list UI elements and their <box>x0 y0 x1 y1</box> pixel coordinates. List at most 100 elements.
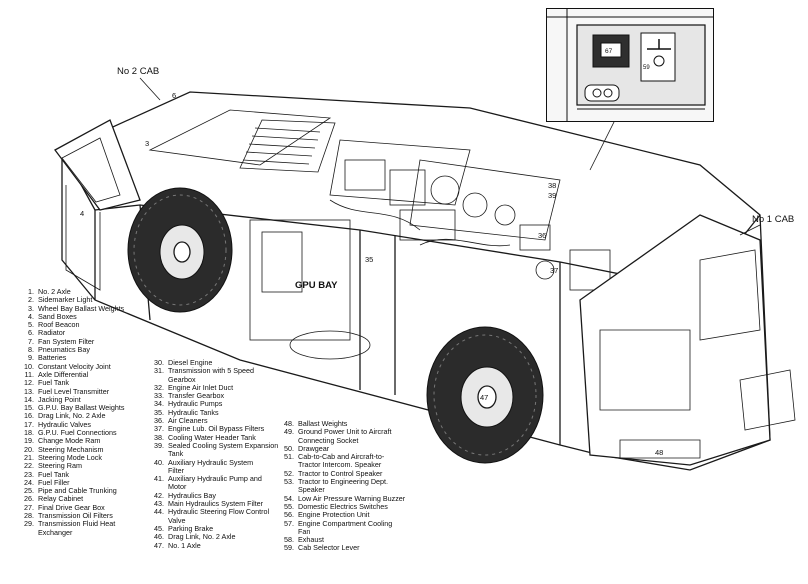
cab2-label: No 2 CAB <box>117 66 160 77</box>
legend-item-text: Fan <box>298 526 311 536</box>
legend-item-text: Valve <box>168 515 186 525</box>
legend-item-text: Cab Selector Lever <box>298 543 360 553</box>
legend-item-number: 48. <box>284 419 294 428</box>
legend-item-text: No. 2 Axle <box>38 287 71 296</box>
legend-item-text: Pneumatics Bay <box>38 345 90 355</box>
legend-item: 21.Steering Mode Lock <box>18 454 124 462</box>
legend-item-number: 57. <box>284 518 294 528</box>
legend-item-number: 43. <box>154 499 164 509</box>
callout-37: 37 <box>550 266 558 275</box>
legend-item-text: Radiator <box>38 328 66 338</box>
legend-item-text: Constant Velocity Joint <box>38 361 111 371</box>
legend-item: 46.Drag Link, No. 2 Axle <box>148 533 278 541</box>
legend-item-text: Hydraulics Bay <box>168 490 216 500</box>
legend-item: 0.Connecting Socket <box>278 436 405 445</box>
callout-39: 39 <box>548 191 556 200</box>
legend-item-text: Auxiliary Hydraulic Pump and <box>168 474 262 484</box>
legend-item-number: 9. <box>28 353 34 363</box>
legend-item: 44. Hydraulic Steering Flow Control <box>148 508 278 516</box>
legend-item: 41. Auxiliary Hydraulic Pump and <box>148 475 278 483</box>
legend-item-number: 41. <box>154 474 164 484</box>
legend-item-text: Exchanger <box>38 527 73 537</box>
legend-item: 2.Sidemarker Light <box>18 296 124 304</box>
legend-item: 35. Hydraulic Tanks <box>148 409 278 417</box>
legend-item-number: 2. <box>28 295 34 305</box>
legend-item: 13.Fuel Level Transmitter <box>18 387 124 396</box>
legend-item-text: Motor <box>168 482 187 492</box>
legend-item-text: Drag Link, No. 2 Axle <box>38 411 106 421</box>
legend-item-number: 56. <box>284 510 294 520</box>
legend-item-text: Tractor Intercom. Speaker <box>298 460 382 470</box>
legend-item-number: 53. <box>284 477 294 487</box>
legend-item: 29.Transmission Fluid Heat <box>18 520 124 528</box>
legend-item-text: Diesel Engine <box>168 358 213 367</box>
legend-item: 32.Engine Air Inlet Duct <box>148 384 278 392</box>
legend-item-number: 55. <box>284 501 294 511</box>
legend-item: 31.Transmission with 5 Speed <box>148 367 278 375</box>
legend-item-number: 44. <box>154 507 164 517</box>
legend-item: 19.Change Mode Ram <box>18 437 124 445</box>
legend-item-number: 32. <box>154 382 164 392</box>
legend-item-number: 35. <box>154 407 164 417</box>
legend-item-number: 12. <box>24 378 34 388</box>
legend-item: 12.Fuel Tank <box>18 379 124 387</box>
callout-35: 35 <box>365 255 373 264</box>
legend-item-text: Filter <box>168 465 184 475</box>
legend-item: 48.Ballast Weights <box>278 420 405 428</box>
legend-item: 24.Fuel Filler <box>18 479 124 487</box>
legend-item-number: 15. <box>24 403 34 413</box>
legend-item: 0.Exchanger <box>18 527 124 537</box>
legend-item-text: Relay Cabinet <box>38 494 84 504</box>
legend-item-text: Hydraulic Steering Flow Control <box>168 507 270 517</box>
legend-item: 0.Fan <box>278 528 405 536</box>
legend-item: 51.Cab-to-Cab and Aircraft-to- <box>278 453 405 461</box>
legend-item: 39. Sealed Cooling System Expansion <box>148 442 278 450</box>
legend-item-number: 23. <box>24 469 34 479</box>
legend-item-number: 39. <box>154 440 164 450</box>
legend-item: 14.Jacking Point <box>18 396 124 404</box>
legend-item-number: 4. <box>28 311 34 321</box>
legend-item-number: 24. <box>24 477 34 487</box>
legend-item: 47.No. 1 Axle <box>148 540 278 550</box>
legend-item-text: Change Mode Ram <box>38 436 101 446</box>
legend-item-text: Speaker <box>298 485 325 495</box>
legend-item-text: Sand Boxes <box>38 311 77 321</box>
legend-item-text: Steering Ram <box>38 461 82 471</box>
legend-item-number: 54. <box>284 493 294 503</box>
legend-item-text: Parking Brake <box>168 523 214 533</box>
legend-item: 53.Tractor to Engineering Dept. <box>278 478 405 486</box>
legend-item: 22.Steering Ram <box>18 462 124 470</box>
front-wheel <box>426 326 544 464</box>
legend-item: 27.Final Drive Gear Box <box>18 502 124 512</box>
legend-item: 1.No. 2 Axle <box>18 288 124 296</box>
legend-item-text: Hydraulic Tanks <box>168 407 219 417</box>
legend-item-text: Fan System Filter <box>38 336 95 346</box>
legend-item-text: Transfer Gearbox <box>168 391 225 401</box>
no2-cab <box>54 119 141 291</box>
legend-item-text: Engine Compartment Cooling <box>298 518 393 528</box>
legend-item: 55.Domestic Electrics Switches <box>278 503 405 511</box>
legend-item-number: 59. <box>284 543 294 553</box>
legend-item: 42.Hydraulics Bay <box>148 492 278 500</box>
legend-item: 37.Engine Lub. Oil Bypass Filters <box>148 425 278 433</box>
legend-item-text: Engine Protection Unit <box>298 510 370 520</box>
legend-item-number: 52. <box>284 468 294 478</box>
legend-item-number: 27. <box>24 502 34 512</box>
legend-item-text: Jacking Point <box>38 394 81 404</box>
legend-item-text: Air Cleaners <box>168 416 208 426</box>
legend-item: 17.Hydraulic Valves <box>18 421 124 429</box>
legend-item: 40.Auxiliary Hydraulic System <box>148 458 278 467</box>
legend-item-number: 11. <box>24 369 34 379</box>
legend-item-number: 36. <box>154 416 164 426</box>
legend-item: 10.Constant Velocity Joint <box>18 361 124 371</box>
legend-item-number: 31. <box>154 366 164 376</box>
legend-item: 58.Exhaust <box>278 536 405 544</box>
legend-item-text: Hydraulic Valves <box>38 419 91 429</box>
legend-item-text: Fuel Tank <box>38 469 70 479</box>
legend-item-text: Sealed Cooling System Expansion <box>168 440 279 450</box>
legend-item: 20.Steering Mechanism <box>18 445 124 454</box>
legend-item: 30.Diesel Engine <box>148 359 278 367</box>
legend-item-text: Batteries <box>38 353 67 363</box>
legend-item-text: No. 1 Axle <box>168 540 201 550</box>
